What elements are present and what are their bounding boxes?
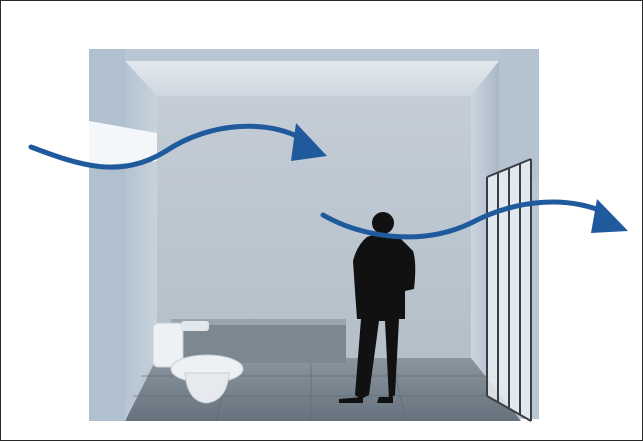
grille-gate (487, 159, 531, 421)
room-ceiling (125, 61, 499, 96)
right-wall-front (499, 49, 539, 179)
left-wall-front (89, 49, 125, 421)
room-left-wall (125, 61, 157, 401)
